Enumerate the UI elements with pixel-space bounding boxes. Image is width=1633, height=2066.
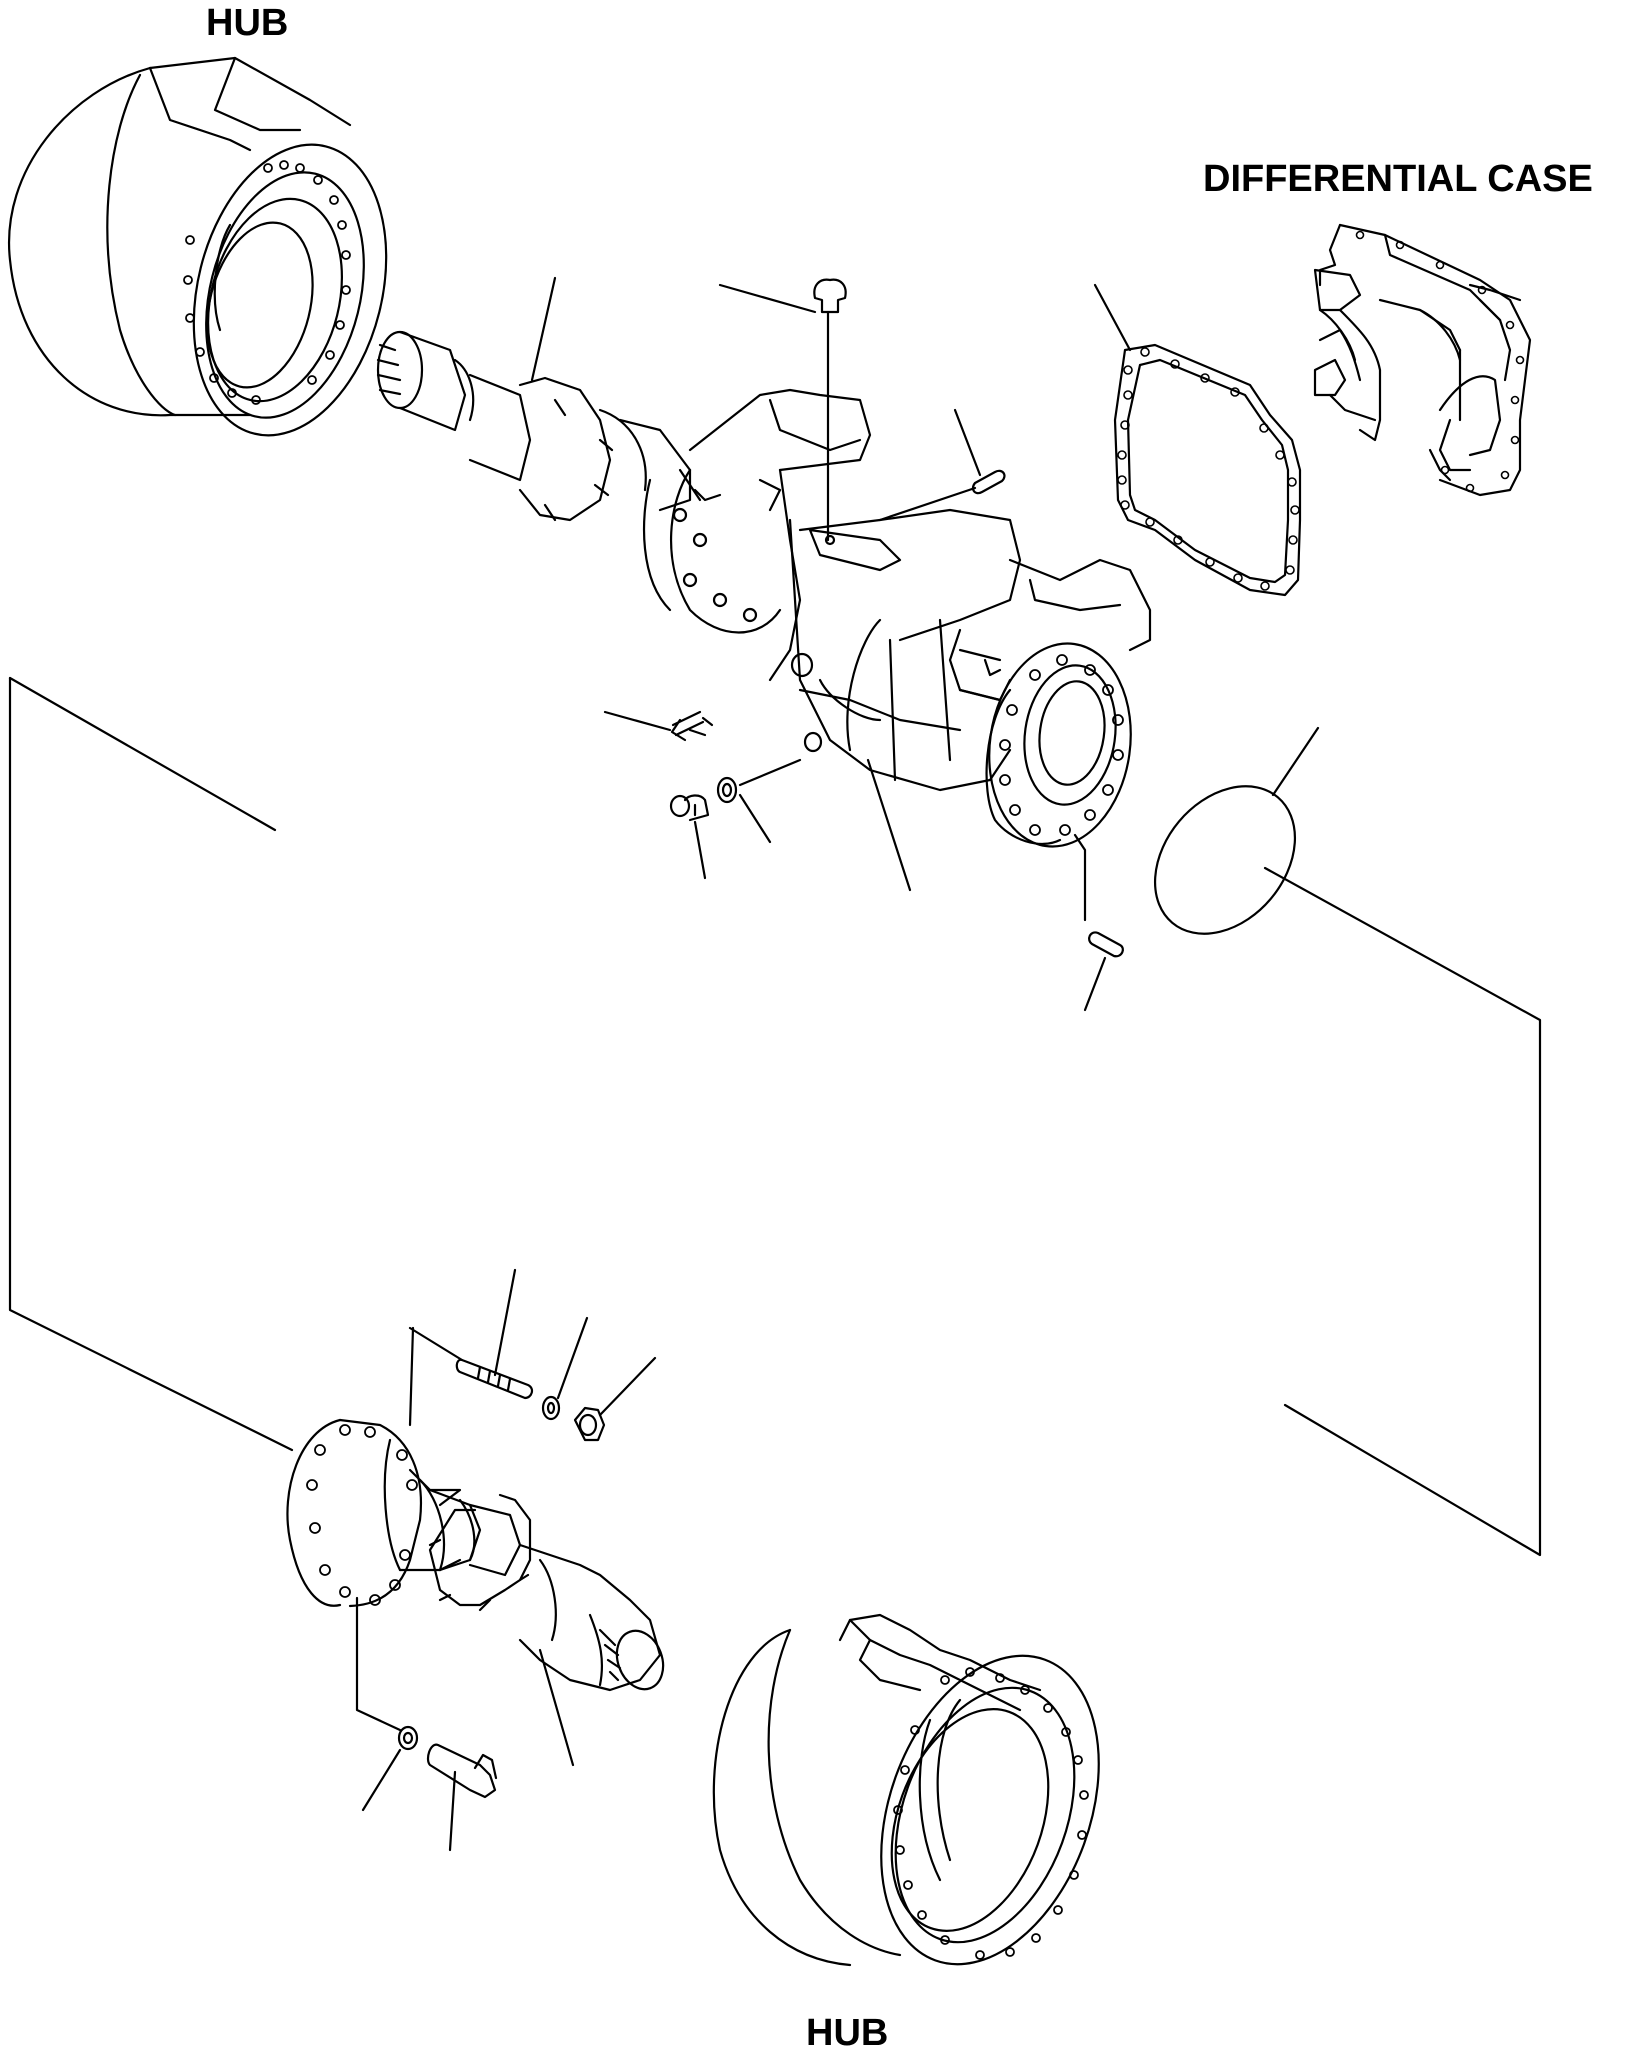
axle-housing-part	[644, 390, 1150, 856]
leader-line	[1273, 728, 1318, 795]
leader-line	[1085, 958, 1105, 1010]
breather-part	[814, 280, 845, 540]
hub-bottom-part	[714, 1615, 1139, 1995]
hub-bottom-label: HUB	[806, 2012, 889, 2054]
leader-line	[605, 712, 670, 730]
pin-part	[973, 471, 1004, 493]
leader-line	[955, 410, 980, 475]
assembly-line	[10, 678, 292, 1450]
leader-line	[695, 822, 705, 878]
axle-shaft-top-part	[378, 332, 690, 520]
assembly-line	[1265, 868, 1540, 1555]
hub-top-part	[9, 58, 415, 456]
plug-part	[671, 795, 708, 820]
leader-line	[357, 1598, 400, 1730]
differential-case-label: DIFFERENTIAL CASE	[1203, 158, 1593, 200]
leader-line	[880, 488, 975, 520]
leader-line	[740, 795, 770, 842]
assembly-line	[10, 678, 275, 830]
leader-line	[410, 1328, 462, 1425]
leader-line	[558, 1318, 587, 1398]
axle-shaft-bottom-part	[287, 1420, 670, 1696]
leader-line	[540, 1650, 573, 1765]
leader-line	[363, 1750, 400, 1810]
hub-top-label: HUB	[206, 2, 289, 44]
leader-line	[450, 1772, 455, 1850]
dowel-pin-part	[1089, 932, 1123, 956]
gasket-part	[1115, 345, 1300, 595]
leader-line	[740, 760, 800, 785]
drain-plug-part	[672, 712, 712, 740]
differential-case-part	[1315, 225, 1530, 495]
lower-bolt-part	[428, 1745, 496, 1797]
leader-line	[600, 1358, 655, 1415]
leader-line	[1075, 835, 1085, 920]
leader-line	[532, 278, 555, 380]
lower-washer-part	[399, 1727, 417, 1749]
stud-bolt-part	[457, 1360, 532, 1398]
leader-line	[720, 285, 815, 312]
leader-line	[495, 1270, 515, 1375]
leader-line	[868, 760, 910, 890]
spring-washer-part	[543, 1397, 559, 1419]
leader-line	[1095, 285, 1130, 350]
o-ring-part	[1126, 759, 1323, 962]
nut-part	[575, 1408, 604, 1440]
washer-part	[718, 778, 736, 802]
